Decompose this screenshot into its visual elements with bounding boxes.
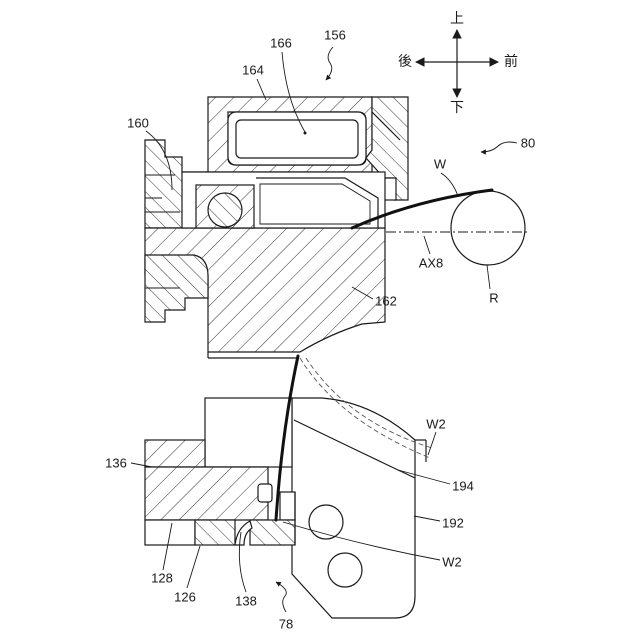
part-126 xyxy=(195,520,235,545)
label-192: 192 xyxy=(442,516,464,531)
leader-80-arrow xyxy=(481,142,517,152)
shaft-160-lower xyxy=(145,255,208,322)
label-164: 164 xyxy=(242,63,264,78)
direction-indicator: 上 下 後 前 xyxy=(398,11,518,116)
label-AX8: AX8 xyxy=(419,256,444,271)
label-138: 138 xyxy=(235,594,257,609)
label-160: 160 xyxy=(127,116,149,131)
direction-front-label: 前 xyxy=(504,53,518,70)
label-156: 156 xyxy=(324,28,346,43)
leader-192 xyxy=(414,516,440,521)
part-136-upper xyxy=(145,440,205,467)
nub xyxy=(258,484,272,502)
frame-outline xyxy=(205,398,292,467)
direction-back-label: 後 xyxy=(398,54,412,70)
leader-W xyxy=(441,173,458,196)
leader-156-arrow xyxy=(326,47,333,80)
leader-R xyxy=(487,265,490,289)
label-80: 80 xyxy=(521,136,535,151)
leader-W2-upper xyxy=(428,432,436,455)
label-126: 126 xyxy=(174,590,196,605)
label-R: R xyxy=(489,291,498,306)
label-128: 128 xyxy=(151,571,173,586)
plate-hole-lower xyxy=(328,553,362,587)
leader-78-arrow xyxy=(276,582,286,612)
part-136-main xyxy=(145,467,268,520)
label-162: 162 xyxy=(375,294,397,309)
leader-126 xyxy=(187,546,200,588)
housing-right-tab xyxy=(384,178,396,200)
label-W: W xyxy=(434,157,447,172)
label-W2-lower: W2 xyxy=(442,555,462,570)
label-136: 136 xyxy=(105,456,127,471)
part-136-right-pocket xyxy=(280,492,295,520)
label-166: 166 xyxy=(270,36,292,51)
label-W2-upper: W2 xyxy=(426,417,446,432)
o-ring xyxy=(208,193,242,227)
upper-assembly-156 xyxy=(145,97,527,358)
label-194: 194 xyxy=(452,479,474,494)
label-78: 78 xyxy=(279,617,293,632)
lower-assembly-78 xyxy=(145,356,432,618)
direction-down-label: 下 xyxy=(450,100,464,116)
direction-up-label: 上 xyxy=(450,11,464,27)
leader-AX8 xyxy=(424,236,430,254)
roller-R xyxy=(451,191,525,265)
